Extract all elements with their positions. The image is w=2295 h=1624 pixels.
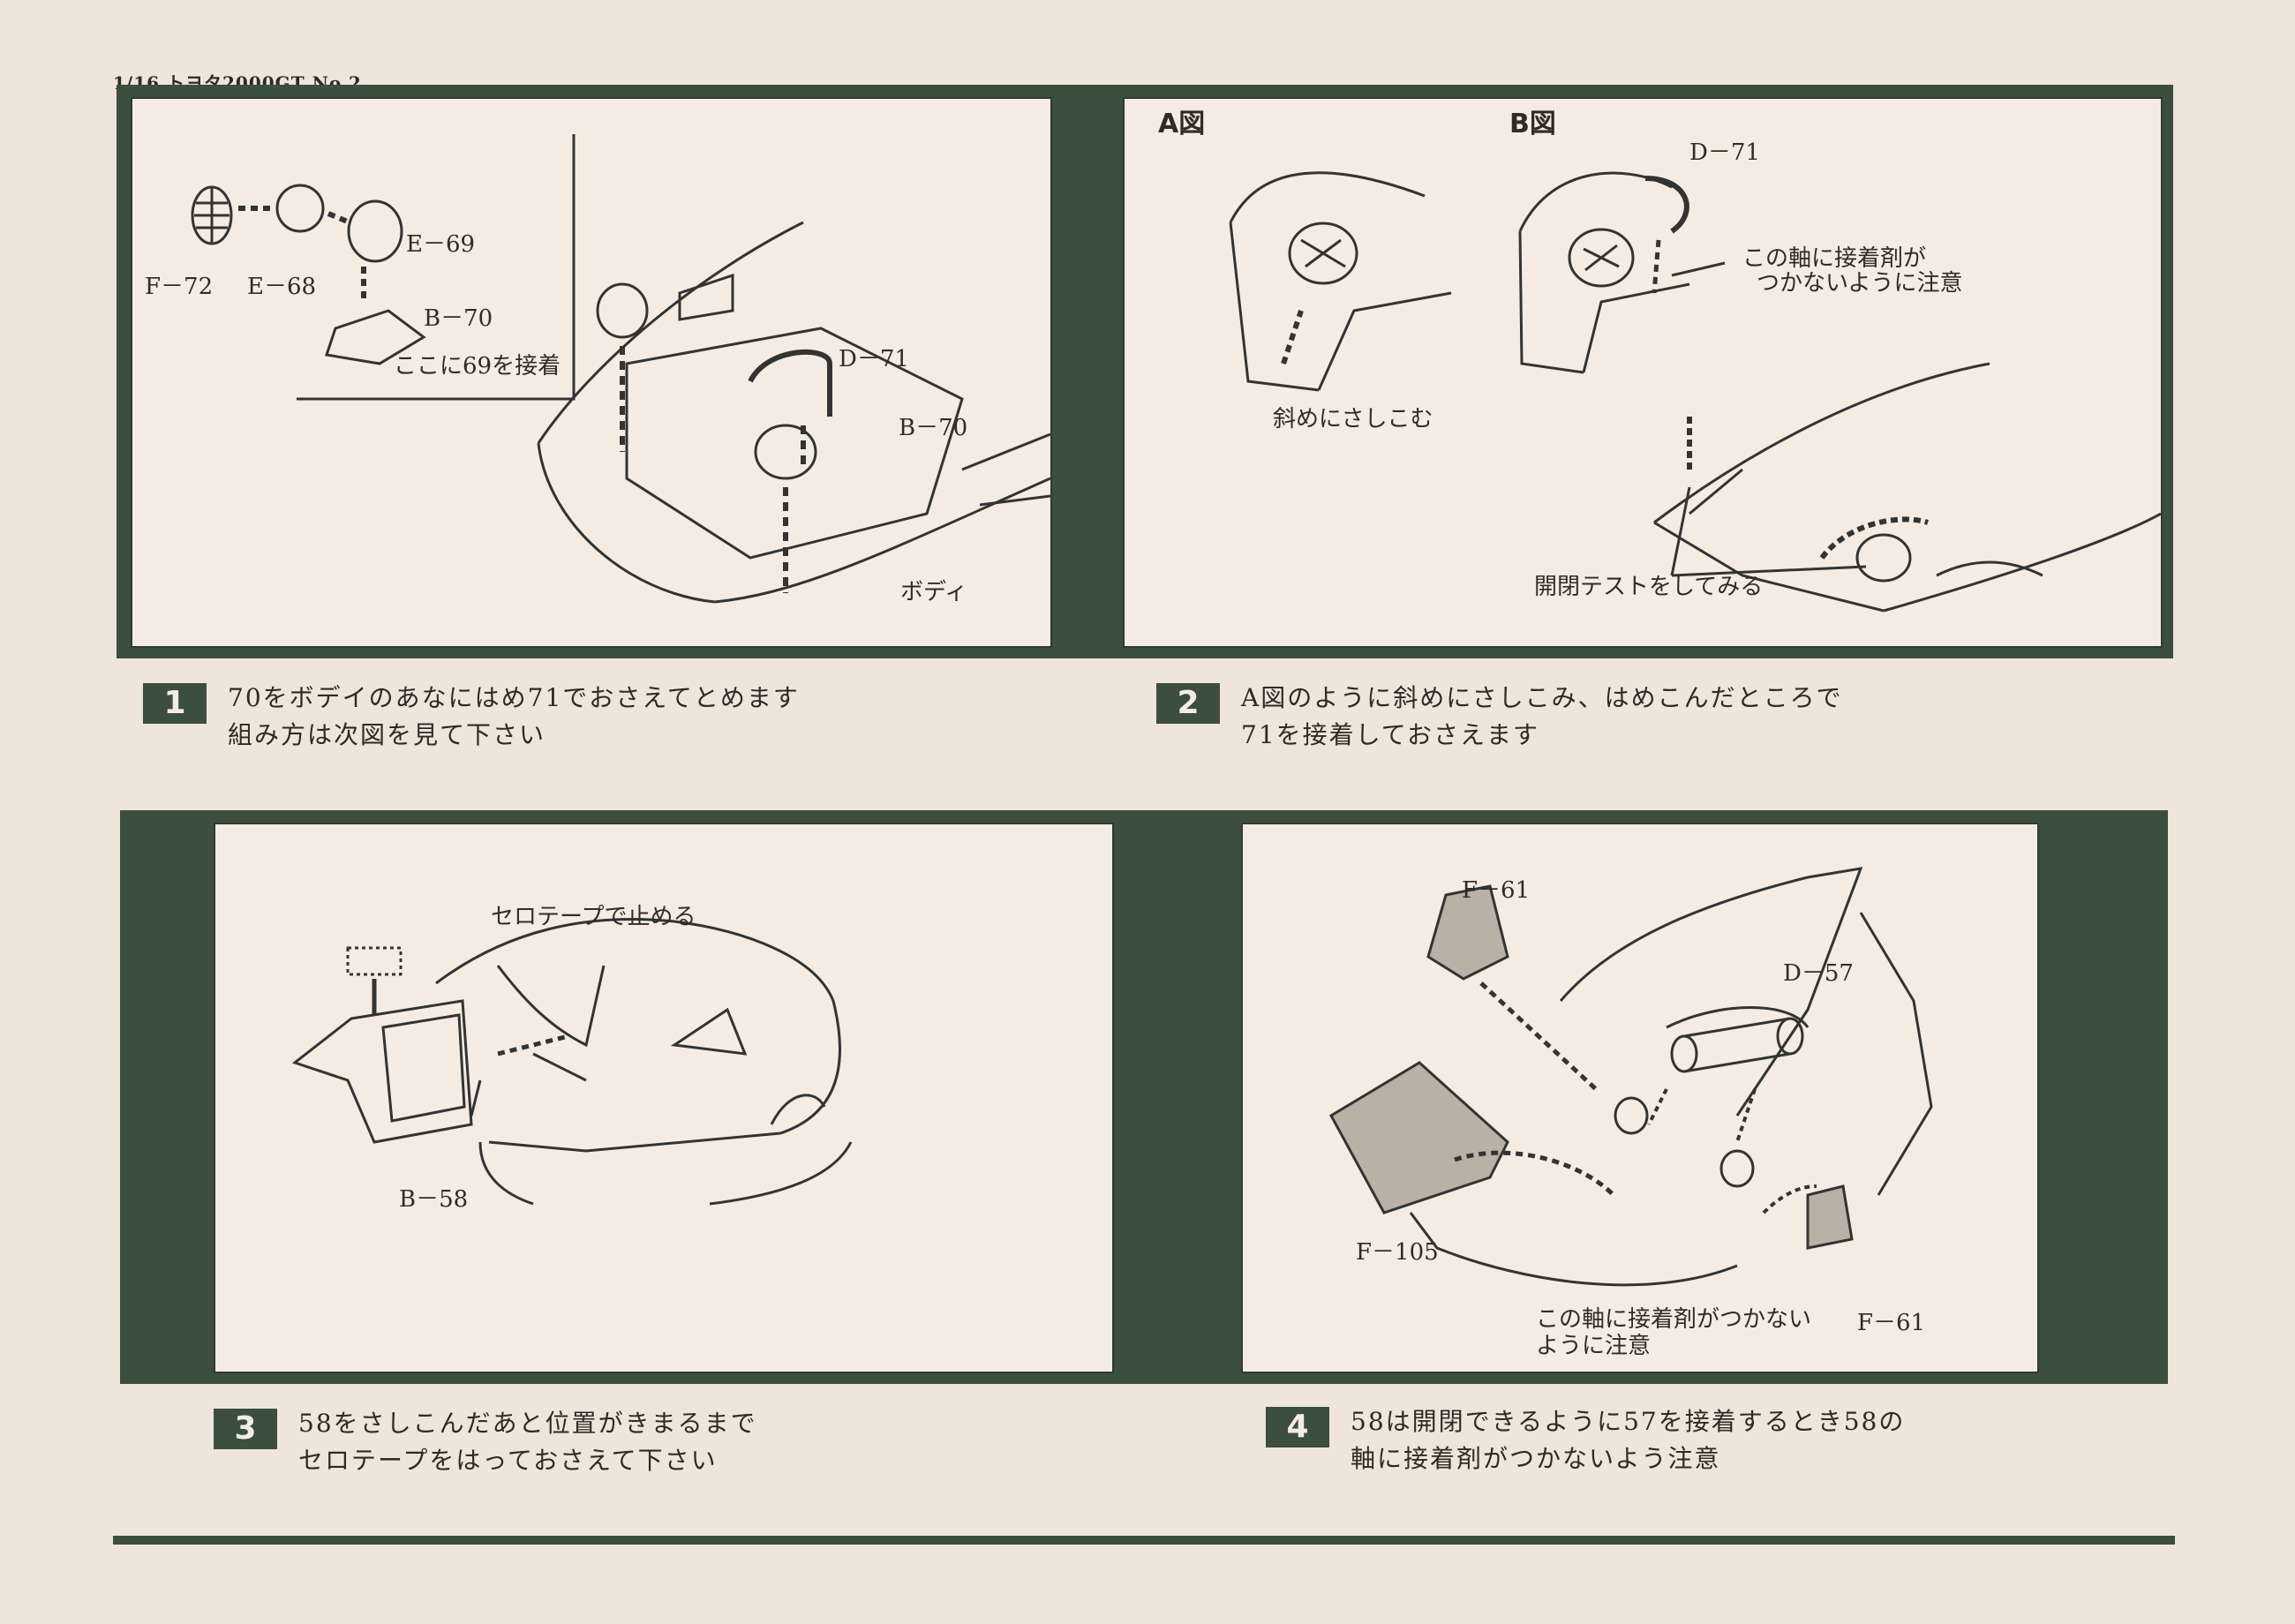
step-4-text: 58は開閉できるように57を接着するとき58の 軸に接着剤がつかないよう注意 <box>1351 1403 1905 1477</box>
step-3-number: 3 <box>214 1409 277 1449</box>
label-d71: D－71 <box>839 346 909 372</box>
label-axis-note-line1: この軸に接着剤がつかない <box>1536 1306 1812 1333</box>
label-b70: B－70 <box>899 415 968 441</box>
panel-step-3: セロテープで止める B－58 <box>120 810 1117 1384</box>
panel-step-1: F－72 E－68 E－69 B－70 ここに69を接着 D－71 B－70 ボ… <box>117 85 1079 658</box>
label-axis-note-line2: つかないように注意 <box>1757 270 1963 297</box>
panel-step-2: A図 B図 D－71 この軸に接着剤が つかないように注意 斜めにさしこむ 開閉… <box>1079 85 2173 658</box>
step-2-drawing <box>1229 171 2161 613</box>
label-f61-top: F－61 <box>1462 877 1531 904</box>
illustration-step-4: F－61 D－57 F－105 この軸に接着剤がつかない ように注意 F－61 <box>1241 823 2039 1373</box>
label-b70-inset: B－70 <box>424 305 493 332</box>
label-e68: E－68 <box>247 274 317 300</box>
label-axis-note-line2: ように注意 <box>1536 1333 1652 1359</box>
illustration-step-2: A図 B図 D－71 この軸に接着剤が つかないように注意 斜めにさしこむ 開閉… <box>1123 97 2163 648</box>
step-2-line1: A図のように斜めにさしこみ、はめこんだところで <box>1241 683 1843 712</box>
illustration-step-3: セロテープで止める B－58 <box>214 823 1114 1373</box>
step-3-text: 58をさしこんだあと位置がきまるまで セロテープをはっておさえて下さい <box>298 1405 757 1479</box>
step-2-line2: 71を接着しておさえます <box>1241 720 1539 749</box>
step-1-line1: 70をボデイのあなにはめ71でおさえてとめます <box>228 683 800 712</box>
step-1-line2: 組み方は次図を見て下さい <box>228 720 546 749</box>
label-body: ボディ <box>900 579 968 605</box>
step-1-text: 70をボデイのあなにはめ71でおさえてとめます 組み方は次図を見て下さい <box>228 680 800 754</box>
step-3-drawing <box>291 918 853 1206</box>
step-3-line1: 58をさしこんだあと位置がきまるまで <box>298 1409 757 1438</box>
label-f105: F－105 <box>1356 1239 1439 1266</box>
label-d57: D－57 <box>1783 960 1854 987</box>
label-tape-note: セロテープで止める <box>491 904 696 930</box>
step-4-number: 4 <box>1266 1407 1329 1447</box>
label-open-close-test: 開閉テストをしてみる <box>1534 574 1764 600</box>
label-f61-bottom: F－61 <box>1857 1310 1926 1336</box>
step-2-text: A図のように斜めにさしこみ、はめこんだところで 71を接着しておさえます <box>1241 680 1843 754</box>
step-3-line2: セロテープをはっておさえて下さい <box>298 1446 718 1475</box>
label-inset-note: ここに69を接着 <box>394 353 561 380</box>
label-f72: F－72 <box>145 274 214 300</box>
bottom-rule <box>113 1536 2175 1545</box>
panel-step-4: F－61 D－57 F－105 この軸に接着剤がつかない ように注意 F－61 <box>1117 810 2168 1384</box>
step-4-drawing <box>1328 867 1933 1287</box>
step-1-number: 1 <box>143 683 207 724</box>
label-e69: E－69 <box>406 231 476 258</box>
step-2-number: 2 <box>1156 683 1220 724</box>
step-4-line2: 軸に接着剤がつかないよう注意 <box>1351 1444 1721 1473</box>
step-4-line1: 58は開閉できるように57を接着するとき58の <box>1351 1407 1906 1436</box>
label-d71: D－71 <box>1689 139 1760 166</box>
illustration-step-1: F－72 E－68 E－69 B－70 ここに69を接着 D－71 B－70 ボ… <box>131 97 1052 648</box>
label-axis-note-line1: この軸に接着剤が <box>1742 245 1927 272</box>
label-b58: B－58 <box>399 1186 469 1213</box>
label-insert-diagonal: 斜めにさしこむ <box>1273 406 1433 432</box>
label-figure-b: B図 <box>1509 109 1556 139</box>
label-figure-a: A図 <box>1158 109 1206 139</box>
step-1-drawing <box>191 134 1050 604</box>
